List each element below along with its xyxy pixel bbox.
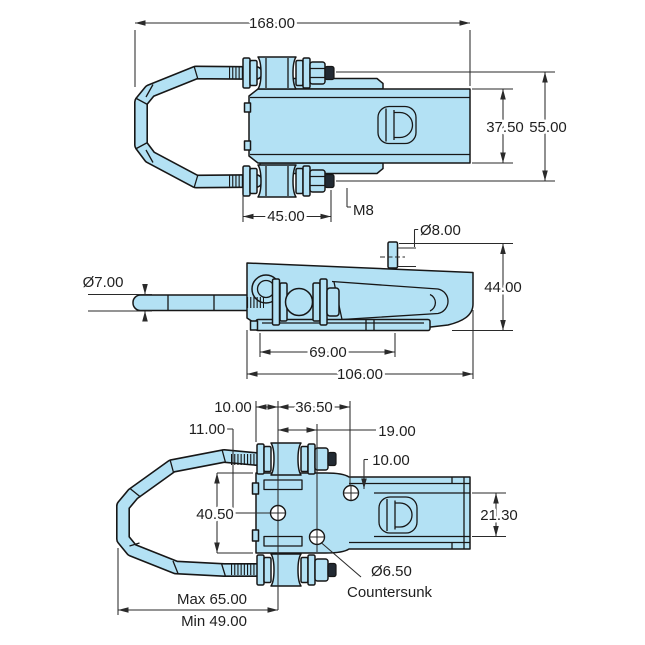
base-plate-side <box>249 318 431 332</box>
dim-thread-callout: M8 <box>353 202 374 219</box>
side-view: Ø7.00 Ø8.00 44.00 69.00 106.00 <box>80 220 524 386</box>
mounting-holes <box>269 484 360 546</box>
dim-hole-pitch: 19.00 <box>378 423 416 440</box>
adjuster-bolt-bottom <box>242 164 335 198</box>
dim-rod-dia: Ø7.00 <box>83 274 124 291</box>
side-view-dimensions: Ø7.00 Ø8.00 44.00 69.00 106.00 <box>80 220 524 386</box>
dim-min-reach: Min 49.00 <box>181 613 247 630</box>
dim-hole-edge-offset: 10.00 <box>372 452 410 469</box>
bolt-end-cap <box>327 451 337 467</box>
dim-overall-width: 55.00 <box>529 119 567 136</box>
dim-overall-length-top: 168.00 <box>249 15 295 32</box>
dim-arm-width: 21.30 <box>480 507 518 524</box>
dim-body-width: 37.50 <box>486 119 524 136</box>
adjuster-bolt-bottom-bottomview <box>256 553 337 587</box>
bottom-view: 10.00 36.50 11.00 19.00 10.00 40.50 21.3… <box>116 397 520 633</box>
plate-slot <box>263 479 303 491</box>
dim-bolt-length: 45.00 <box>267 208 305 225</box>
dim-max-reach: Max 65.00 <box>177 591 247 608</box>
mounting-hole <box>269 504 287 522</box>
bolt-end-cap <box>324 173 335 189</box>
bottom-view-dimensions: 10.00 36.50 11.00 19.00 10.00 40.50 21.3… <box>117 397 520 633</box>
bolt-end-cap <box>327 562 337 578</box>
edge-notch <box>243 140 252 151</box>
top-view: 168.00 37.50 55.00 45.00 M8 <box>134 13 569 228</box>
bolt-end-cap <box>324 65 335 81</box>
dim-height: 44.00 <box>484 279 522 296</box>
mounting-plate-and-arm <box>251 472 471 554</box>
edge-notch <box>251 482 260 495</box>
dim-hole-dia: Ø6.50 <box>371 563 412 580</box>
dim-edge-to-hole: 10.00 <box>214 399 252 416</box>
latch-body-top <box>243 77 471 175</box>
top-view-dimensions: 168.00 37.50 55.00 45.00 M8 <box>134 13 569 228</box>
dim-hole-span: 36.50 <box>295 399 333 416</box>
bail-loop <box>134 65 263 189</box>
adjuster-bolt-top <box>242 56 335 90</box>
edge-notch <box>243 102 252 113</box>
bail-facet-lines <box>129 449 227 577</box>
plate-slot <box>263 535 303 547</box>
adjuster-bolt-top-bottomview <box>256 442 337 476</box>
countersunk-leader <box>320 542 362 578</box>
edge-notch <box>251 529 260 542</box>
ball-nut <box>284 287 314 317</box>
bail-rod-side <box>132 294 266 312</box>
keyhole-slot <box>378 496 418 534</box>
mounting-hole <box>308 528 326 546</box>
dim-hole-note: Countersunk <box>347 584 433 601</box>
dim-pin-dia: Ø8.00 <box>420 222 461 239</box>
bail-loop-bottom <box>116 449 263 577</box>
dim-plate-width: 40.50 <box>196 506 234 523</box>
dim-overall-length-side: 106.00 <box>337 366 383 383</box>
dim-offset: 11.00 <box>189 421 225 438</box>
bail-facet-lines <box>135 65 199 189</box>
mounting-hole <box>342 484 360 502</box>
keyhole-slot <box>377 105 417 145</box>
striker-pin <box>380 241 405 269</box>
dim-base-length: 69.00 <box>309 344 347 361</box>
pivot-mechanism <box>247 274 340 326</box>
